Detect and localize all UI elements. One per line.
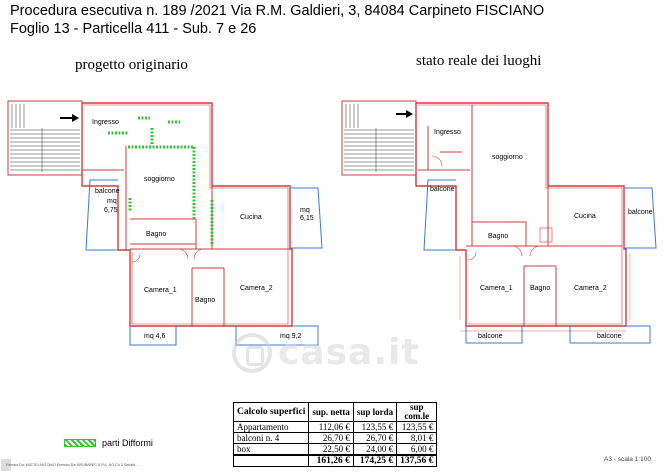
mq-bottom-left: mq 4,6 xyxy=(144,333,166,340)
plan-title-actual: stato reale dei luoghi xyxy=(416,53,542,69)
room-camera2-left: Camera_2 xyxy=(240,285,273,292)
table-cell: 6,00 € xyxy=(396,443,438,456)
table-cell: 123,55 € xyxy=(352,421,398,433)
balcone-bottom-right-right: balcone xyxy=(597,333,622,340)
mq-right-1: mq xyxy=(300,207,310,214)
signature-footer: Firmato Da: MATTEI ANTONIO Emesso Da: AR… xyxy=(6,463,141,467)
scale-label: A3 - scala 1:100 xyxy=(604,456,651,463)
table-total-row: 161,26 € 174,25 € 137,56 € xyxy=(232,454,438,467)
table-header: Calcolo superfici xyxy=(232,402,310,422)
plan-title-original: progetto originario xyxy=(75,57,188,73)
balcone-left-right: balcone xyxy=(430,186,455,193)
casa-logo-icon xyxy=(232,332,272,373)
header-address: Procedura esecutiva n. 189 /2021 Via R.M… xyxy=(10,3,545,19)
table-header-row: Calcolo superfici sup. netta sup lorda s… xyxy=(232,402,438,422)
difformi-walls-left xyxy=(108,116,214,246)
table-header: sup. netta xyxy=(308,402,354,422)
room-camera1-left: Camera_1 xyxy=(144,287,177,294)
table-cell: 137,56 € xyxy=(396,454,438,467)
room-soggiorno-right: soggiorno xyxy=(492,154,523,161)
page-badge xyxy=(1,459,11,471)
mq-left-2: 6,75 xyxy=(104,207,118,214)
table-header: sup com.le xyxy=(396,402,438,422)
table-row: Appartamento 112,06 € 123,55 € 123,55 € xyxy=(232,421,438,433)
table-cell: 26,70 € xyxy=(308,432,354,444)
mq-right-2: 6,15 xyxy=(300,215,314,222)
table-row: box 22,50 € 24,00 € 6,00 € xyxy=(232,443,438,456)
surface-calc-table: Calcolo superfici sup. netta sup lorda s… xyxy=(232,402,438,467)
watermark: casa.it xyxy=(232,332,420,373)
room-ingresso-left: Ingresso xyxy=(92,119,119,126)
room-soggiorno-left: soggiorno xyxy=(144,176,175,183)
right-plan xyxy=(341,100,657,344)
table-cell: 112,06 € xyxy=(308,421,354,433)
table-cell: balconi n. 4 xyxy=(232,432,310,444)
room-bagno2-left: Bagno xyxy=(195,297,215,304)
table-cell: 174,25 € xyxy=(352,454,398,467)
left-plan xyxy=(7,100,323,346)
entry-arrow-left xyxy=(60,114,79,122)
table-cell: 8,01 € xyxy=(396,432,438,444)
table-cell: box xyxy=(232,443,310,456)
table-cell: 22,50 € xyxy=(308,443,354,456)
entry-arrow-right xyxy=(396,110,413,118)
table-cell xyxy=(232,454,310,467)
table-cell: 161,26 € xyxy=(308,454,354,467)
room-bagno-bottom-right: Bagno xyxy=(530,285,550,292)
balcone-right-right: balcone xyxy=(628,209,653,216)
legend-swatch xyxy=(64,439,96,447)
mq-left-1: mq xyxy=(107,198,117,205)
stair-treads-right xyxy=(344,104,414,172)
balcone-label-left: balcone xyxy=(95,188,120,195)
table-row: balconi n. 4 26,70 € 26,70 € 8,01 € xyxy=(232,432,438,444)
stair-treads-left xyxy=(10,104,80,172)
room-camera2-right: Camera_2 xyxy=(574,285,607,292)
room-bagno1-left: Bagno xyxy=(146,231,166,238)
table-cell: 123,55 € xyxy=(396,421,438,433)
room-cucina-left: Cucina xyxy=(240,214,262,221)
mq-bottom-right: mq 9,2 xyxy=(280,333,302,340)
header-cadastral: Foglio 13 - Particella 411 - Sub. 7 e 26 xyxy=(10,21,257,37)
room-ingresso-right: Ingresso xyxy=(434,129,461,136)
legend: parti Difformi xyxy=(64,438,153,448)
room-bagno-top-right: Bagno xyxy=(488,233,508,240)
table-cell: 24,00 € xyxy=(352,443,398,456)
table-cell: Appartamento xyxy=(232,421,310,433)
balcone-bottom-left-right: balcone xyxy=(478,333,503,340)
dimension-lines xyxy=(459,254,631,332)
table-cell: 26,70 € xyxy=(352,432,398,444)
table-header: sup lorda xyxy=(352,402,398,422)
watermark-text: casa.it xyxy=(278,332,420,373)
legend-label: parti Difformi xyxy=(102,438,153,448)
room-camera1-right: Camera_1 xyxy=(480,285,513,292)
room-cucina-right: Cucina xyxy=(574,213,596,220)
